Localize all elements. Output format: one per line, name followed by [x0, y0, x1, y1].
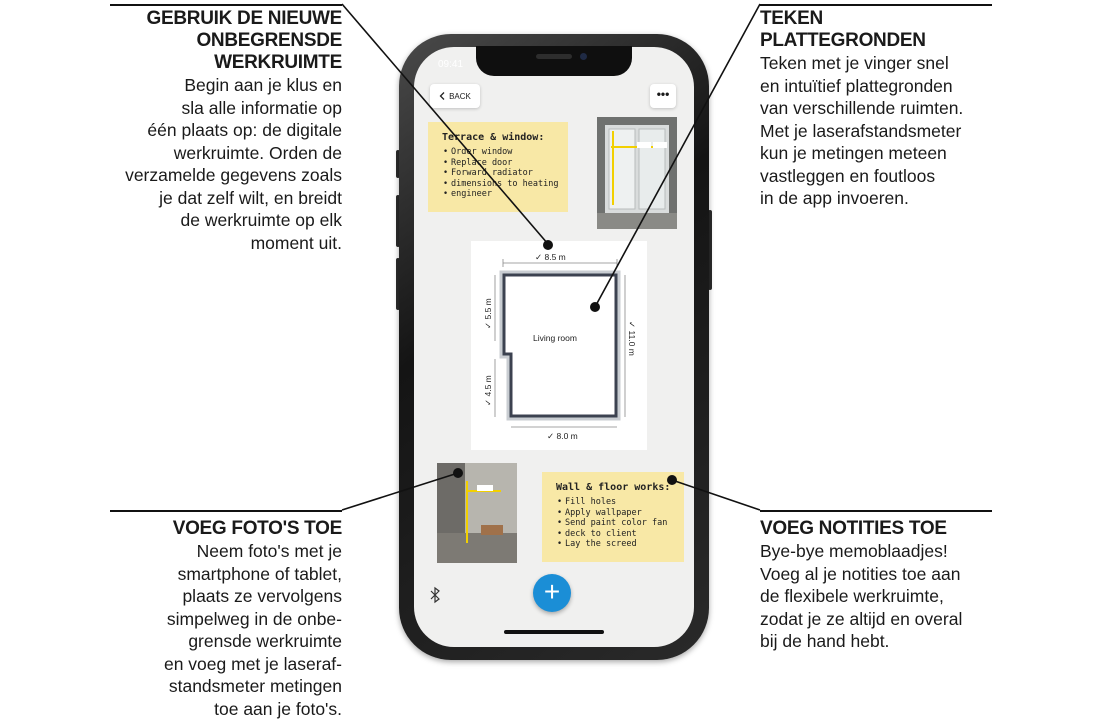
- back-button[interactable]: BACK: [430, 84, 480, 108]
- callout-body: Neem foto's met je smartphone of tablet,…: [163, 541, 342, 719]
- callout-title: VOEG NOTITIES TOE: [760, 518, 947, 539]
- callout-rule: [110, 510, 342, 512]
- dim-top: ✓ 8.5 m: [535, 252, 566, 262]
- home-indicator: [504, 630, 604, 634]
- note-title: Terrace & window:: [442, 132, 545, 143]
- dim-bottom: ✓ 8.0 m: [547, 431, 578, 441]
- callout-title: GEBRUIK DE NIEUWE ONBEGRENSDE WERKRUIMTE: [146, 8, 343, 73]
- room-label: Living room: [533, 333, 577, 343]
- callout-title: VOEG FOTO'S TOE: [172, 518, 343, 539]
- back-label: BACK: [449, 91, 471, 101]
- list-item: Lay the screed: [557, 539, 676, 550]
- bluetooth-icon[interactable]: [428, 586, 442, 604]
- list-item: Order window: [443, 147, 560, 158]
- dim-right: ✓ 11.0 m: [627, 321, 637, 356]
- note-title: Wall & floor works:: [556, 482, 671, 493]
- speaker-grille: [536, 54, 572, 59]
- callout-body: Bye-bye memoblaadjes! Voeg al je notitie…: [760, 541, 963, 651]
- chevron-left-icon: [439, 92, 445, 100]
- add-button[interactable]: +: [533, 574, 571, 612]
- callout-rule: [760, 4, 992, 6]
- callout-body: Begin aan je klus en sla alle informatie…: [125, 75, 342, 253]
- more-options-button[interactable]: •••: [650, 84, 676, 108]
- callout-body: Teken met je vinger snel en intuïtief pl…: [760, 53, 964, 208]
- list-item: Apply wallpaper: [557, 508, 676, 519]
- floorplan-drawing: ✓ 8.5 m ✓ 8.0 m Living room ✓ 5.5 m ✓ 4.…: [483, 252, 637, 441]
- phone-notch: [476, 46, 632, 76]
- note-wall-floor[interactable]: Wall & floor works: Fill holes Apply wal…: [542, 472, 684, 562]
- note-terrace-window[interactable]: Terrace & window: Order window Replace d…: [428, 122, 568, 212]
- callout-photos: VOEG FOTO'S TOE Neem foto's met je smart…: [110, 518, 342, 720]
- status-time: 09:41: [438, 59, 464, 70]
- list-item-continuation: deck to client: [557, 529, 676, 540]
- callout-workspace: GEBRUIK DE NIEUWE ONBEGRENSDE WERKRUIMTE…: [110, 8, 342, 254]
- front-camera: [580, 53, 587, 60]
- callout-rule: [760, 510, 992, 512]
- photo-window[interactable]: [597, 117, 677, 229]
- callout-plans: TEKEN PLATTEGRONDEN Teken met je vinger …: [760, 8, 1010, 210]
- photo-room[interactable]: [437, 463, 517, 563]
- list-item-continuation: dimensions to heating: [443, 179, 560, 190]
- callout-title: TEKEN PLATTEGRONDEN: [760, 8, 926, 51]
- list-item: Send paint color fan: [557, 518, 676, 529]
- callout-notes: VOEG NOTITIES TOE Bye-bye memoblaadjes! …: [760, 518, 1010, 653]
- floorplan-card[interactable]: ✓ 8.5 m ✓ 8.0 m Living room ✓ 5.5 m ✓ 4.…: [471, 241, 647, 450]
- list-item: Replace door: [443, 158, 560, 169]
- plus-icon: +: [543, 576, 561, 607]
- list-item: Forward radiator: [443, 168, 560, 179]
- window-photo-image: [597, 117, 677, 229]
- volume-down-button: [396, 258, 400, 310]
- list-item-continuation: engineer: [443, 189, 560, 200]
- list-item: Fill holes: [557, 497, 676, 508]
- room-photo-image: [437, 463, 517, 563]
- dim-left-upper: ✓ 5.5 m: [483, 298, 493, 329]
- dim-left-lower: ✓ 4.5 m: [483, 375, 493, 406]
- callout-rule: [110, 4, 342, 6]
